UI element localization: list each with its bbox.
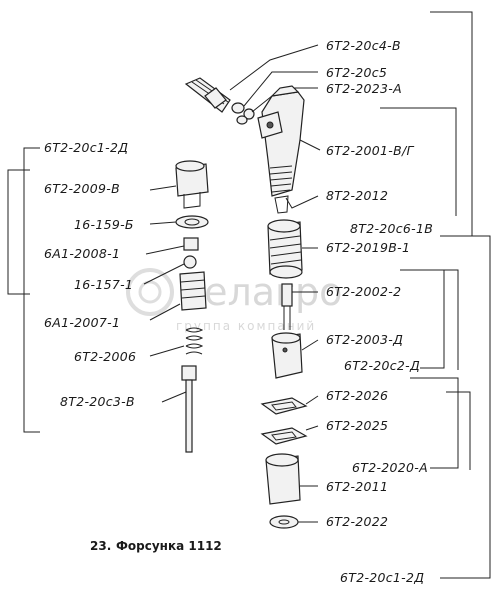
part-gaskets <box>260 395 319 445</box>
right-assembly <box>184 44 321 529</box>
label-6t2-2026: 6Т2-2026 <box>326 388 388 403</box>
part-injector-body <box>257 85 321 214</box>
part-needle <box>281 283 318 330</box>
right-labels: 6Т2-20с4-В 6Т2-20с5 6Т2-2023-А 6Т2-2001-… <box>326 38 433 585</box>
part-inlet-fitting <box>184 44 319 113</box>
label-6t2-2002-2: 6Т2-2002-2 <box>326 284 401 299</box>
label-8t2-20c3-v: 8Т2-20с3-В <box>60 394 135 409</box>
left-labels: 6Т2-20с1-2Д 6Т2-2009-В 16-159-Б 6А1-2008… <box>44 140 136 409</box>
label-6t2-2025: 6Т2-2025 <box>326 418 388 433</box>
label-6t2-2019v-1: 6Т2-2019В-1 <box>326 240 410 255</box>
label-6t2-2003-d: 6Т2-2003-Д <box>326 332 403 347</box>
part-coupling-nut <box>267 219 318 279</box>
part-ball-seat <box>143 237 199 285</box>
label-6t2-2023-a: 6Т2-2023-А <box>326 81 402 96</box>
watermark-tagline: группа компаний <box>176 319 316 333</box>
part-housing <box>265 453 318 505</box>
watermark-logo <box>126 268 174 316</box>
label-8t2-2012: 8Т2-2012 <box>326 188 388 203</box>
part-spring <box>149 327 204 357</box>
part-spring-holder <box>149 271 207 321</box>
label-6t2-2006: 6Т2-2006 <box>74 349 136 364</box>
part-cap-nut <box>149 160 209 209</box>
left-bracket <box>7 147 40 433</box>
label-8t2-20c6-1v: 8Т2-20с6-1В <box>350 221 433 236</box>
part-washer <box>269 515 318 529</box>
right-brackets <box>380 11 491 579</box>
label-6t2-2020-a: 6Т2-2020-А <box>352 460 428 475</box>
label-6t2-20c4-v: 6Т2-20с4-В <box>326 38 401 53</box>
label-6t2-2022: 6Т2-2022 <box>326 514 388 529</box>
part-sprayer <box>271 332 319 379</box>
label-6t2-20c1-2d-left: 6Т2-20с1-2Д <box>44 140 128 155</box>
figure-caption: 23. Форсунка 1112 <box>90 539 222 553</box>
label-6t2-20c5: 6Т2-20с5 <box>326 65 387 80</box>
caption-number: 23. <box>90 539 111 553</box>
watermark: Белагро группа компаний <box>126 268 342 333</box>
caption-title: Форсунка 1112 <box>116 539 222 553</box>
label-6t2-20c1-2d-right: 6Т2-20с1-2Д <box>340 570 424 585</box>
label-16-157-1: 16-157-1 <box>74 277 133 292</box>
part-seal-rings <box>231 71 318 125</box>
label-16-159-b: 16-159-Б <box>74 217 134 232</box>
left-assembly <box>143 160 209 453</box>
label-6t2-2011: 6Т2-2011 <box>326 479 388 494</box>
label-6a1-2007-1: 6А1-2007-1 <box>44 315 120 330</box>
label-6t2-20c2-d: 6Т2-20с2-Д <box>344 358 420 373</box>
part-washer-left <box>149 215 209 229</box>
part-rod <box>161 365 197 453</box>
label-6t2-2001: 6Т2-2001-В/Г <box>326 143 414 158</box>
label-6a1-2008-1: 6А1-2008-1 <box>44 246 120 261</box>
label-6t2-2009-v: 6Т2-2009-В <box>44 181 120 196</box>
